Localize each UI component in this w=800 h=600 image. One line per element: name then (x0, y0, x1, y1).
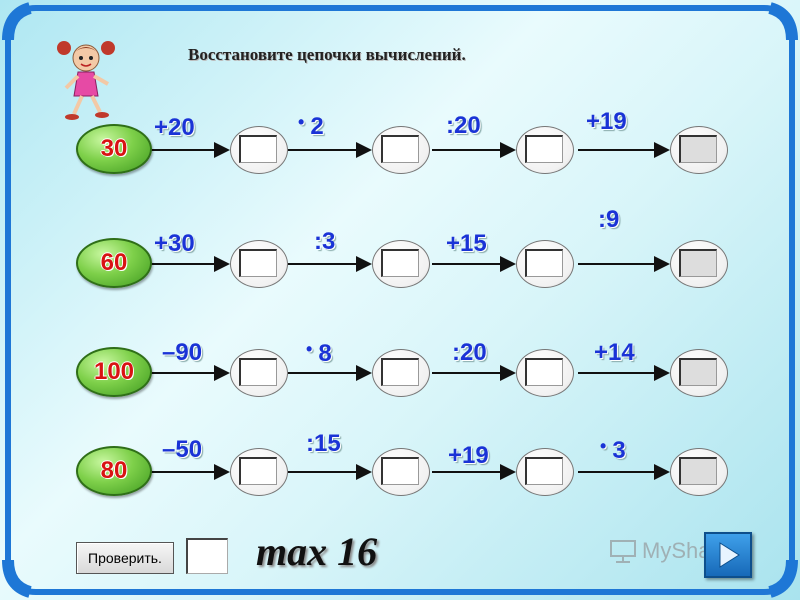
step-circle (516, 349, 574, 397)
operation-text: :9 (598, 206, 620, 233)
operation-text: :20 (452, 339, 487, 366)
start-number-3: 100 (76, 347, 152, 397)
operation-label: :3 (314, 228, 335, 256)
score-input[interactable] (186, 538, 228, 574)
operation-label: •2 (298, 112, 324, 141)
answer-input[interactable] (239, 135, 277, 163)
start-number-value: 30 (100, 135, 128, 162)
operation-text: 2 (310, 113, 324, 140)
step-circle (230, 349, 288, 397)
start-number-value: 100 (93, 358, 135, 385)
operation-label: :15 (306, 430, 341, 458)
max-score-label: max 16 (256, 529, 378, 574)
step-circle (516, 240, 574, 288)
operation-text: +14 (594, 339, 635, 366)
operation-label: +30 (154, 230, 195, 258)
step-circle (516, 126, 574, 174)
step-circle (372, 240, 430, 288)
operation-label: +19 (586, 108, 627, 136)
operation-text: :15 (306, 430, 341, 457)
step-circle (516, 448, 574, 496)
multiply-dot-icon: • (306, 339, 313, 359)
answer-input[interactable] (239, 249, 277, 277)
answer-input[interactable] (381, 249, 419, 277)
projector-icon (610, 540, 636, 563)
operation-text: 3 (612, 437, 626, 464)
start-number-4: 80 (76, 446, 152, 496)
answer-input[interactable] (525, 457, 563, 485)
operation-label: +20 (154, 114, 195, 142)
step-circle (372, 349, 430, 397)
operation-label: –50 (162, 436, 202, 464)
answer-input[interactable] (679, 135, 717, 163)
operation-label: :20 (452, 339, 487, 367)
check-button[interactable]: Проверить. (76, 542, 174, 574)
answer-input[interactable] (525, 135, 563, 163)
answer-input[interactable] (239, 358, 277, 386)
start-number-1: 30 (76, 124, 152, 174)
answer-input[interactable] (679, 358, 717, 386)
answer-input[interactable] (525, 249, 563, 277)
play-arrow-icon (719, 542, 740, 568)
operation-text: +19 (448, 442, 489, 469)
answer-input[interactable] (381, 358, 419, 386)
result-circle (670, 349, 728, 397)
answer-input[interactable] (525, 358, 563, 386)
operation-text: +19 (586, 108, 627, 135)
start-number-value: 80 (100, 457, 128, 484)
operation-text: :20 (446, 112, 481, 139)
operation-text: 8 (318, 340, 332, 367)
operation-label: :9 (598, 206, 619, 234)
answer-input[interactable] (381, 135, 419, 163)
start-number-2: 60 (76, 238, 152, 288)
answer-input[interactable] (679, 249, 717, 277)
operation-label: +19 (448, 442, 489, 470)
operation-text: +30 (154, 230, 195, 257)
answer-input[interactable] (679, 457, 717, 485)
girl-illustration-icon (57, 41, 115, 120)
answer-input[interactable] (381, 457, 419, 485)
operation-text: +15 (446, 230, 487, 257)
operation-label: •3 (600, 436, 626, 465)
operation-label: :20 (446, 112, 481, 140)
step-circle (230, 126, 288, 174)
operation-text: –50 (162, 436, 203, 463)
multiply-dot-icon: • (298, 112, 305, 132)
next-button[interactable] (704, 532, 752, 578)
start-number-value: 60 (100, 249, 128, 276)
operation-text: +20 (154, 114, 195, 141)
step-circle (372, 126, 430, 174)
result-circle (670, 448, 728, 496)
result-circle (670, 240, 728, 288)
step-circle (230, 448, 288, 496)
operation-text: –90 (162, 339, 203, 366)
operation-label: •8 (306, 339, 332, 368)
answer-input[interactable] (239, 457, 277, 485)
page-title: Восстановите цепочки вычислений. (188, 45, 466, 64)
operation-label: +14 (594, 339, 635, 367)
operation-text: :3 (314, 228, 336, 255)
multiply-dot-icon: • (600, 436, 607, 456)
operation-label: +15 (446, 230, 487, 258)
step-circle (230, 240, 288, 288)
operation-label: –90 (162, 339, 202, 367)
result-circle (670, 126, 728, 174)
step-circle (372, 448, 430, 496)
